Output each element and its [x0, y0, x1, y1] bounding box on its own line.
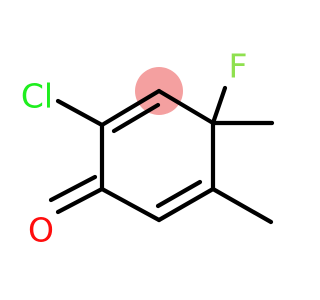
bond-c2-c3 — [99, 88, 162, 128]
bond-c5-c6 — [156, 186, 216, 223]
oxygen-atom-label: O — [28, 211, 54, 250]
bond-c4-f — [210, 85, 228, 126]
bond-c5-methyl — [210, 186, 274, 225]
bond-c2-cl — [55, 98, 105, 128]
molecule-canvas: Cl F O — [21, 47, 275, 250]
chlorine-atom-label: Cl — [21, 77, 53, 116]
bond-c1-o-double — [48, 174, 98, 203]
bond-c1-o — [55, 186, 105, 215]
bond-c5-c6-double — [155, 179, 203, 209]
bond-c2-c3-double — [111, 102, 161, 134]
molecule-structure: Cl F O — [21, 47, 275, 250]
bond-c6-c1 — [99, 186, 162, 223]
fluorine-atom-label: F — [229, 47, 248, 86]
bond-c3-c4 — [156, 88, 216, 126]
